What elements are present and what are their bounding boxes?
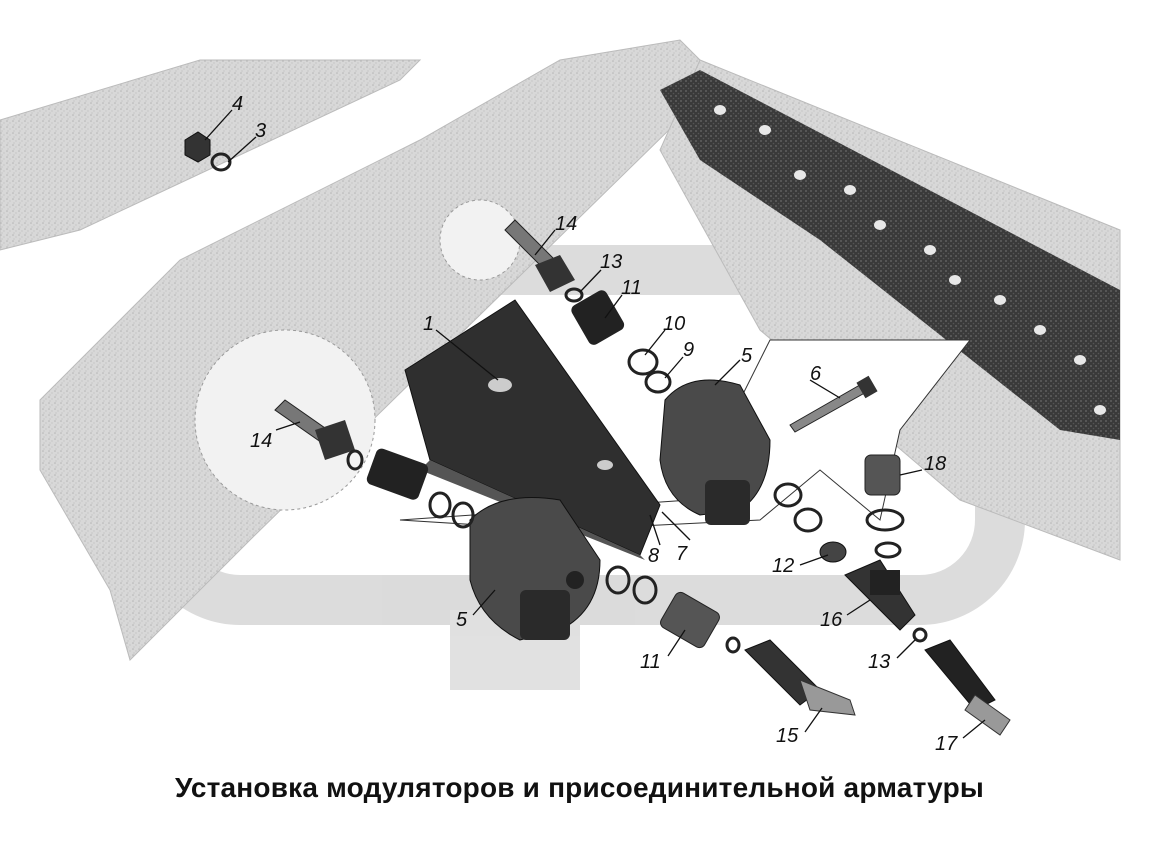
bolt-part — [274, 219, 575, 460]
fitting-part — [366, 290, 720, 649]
frame-rail-right — [659, 59, 1121, 561]
callout-18: 18 — [924, 453, 946, 475]
seal-rings — [210, 152, 928, 654]
callout-14-upper: 14 — [555, 213, 577, 235]
callout-5-lower: 5 — [456, 609, 468, 631]
callout-3: 3 — [255, 120, 266, 142]
callout-11-upper: 11 — [621, 277, 642, 299]
callout-13-upper: 13 — [600, 251, 622, 273]
nut-part — [184, 131, 211, 163]
callout-13-lower: 13 — [868, 651, 890, 673]
leader-lines — [204, 109, 986, 739]
callout-1: 1 — [423, 313, 434, 335]
callout-labels: 1 3 4 5 5 6 7 8 9 10 11 11 12 13 13 14 1… — [232, 93, 958, 755]
callout-12: 12 — [772, 555, 794, 577]
connector-part — [744, 639, 856, 716]
modulator-lower — [469, 497, 601, 641]
callout-17: 17 — [935, 733, 958, 755]
callout-10: 10 — [663, 313, 685, 335]
callout-11-lower: 11 — [640, 651, 661, 673]
frame-rail-left — [0, 39, 721, 661]
exploded-assembly-diagram: 1 3 4 5 5 6 7 8 9 10 11 11 12 13 13 14 1… — [0, 39, 1121, 755]
plug-part — [864, 454, 901, 496]
callout-14-lower: 14 — [250, 430, 272, 452]
callout-9: 9 — [683, 339, 694, 361]
callout-4: 4 — [232, 93, 243, 115]
nut-part — [819, 541, 847, 563]
callout-15: 15 — [776, 725, 799, 747]
frame-hole — [194, 329, 376, 511]
connector-part — [924, 639, 1011, 736]
tee-fitting-part — [844, 559, 916, 631]
callout-7: 7 — [676, 543, 688, 565]
modulator-upper — [659, 379, 771, 525]
frame-hole — [439, 199, 521, 281]
callout-6: 6 — [810, 363, 822, 385]
callout-16: 16 — [820, 609, 843, 631]
diagram-caption: Установка модуляторов и присоединительно… — [175, 772, 984, 803]
callout-5-upper: 5 — [741, 345, 753, 367]
callout-8: 8 — [648, 545, 659, 567]
